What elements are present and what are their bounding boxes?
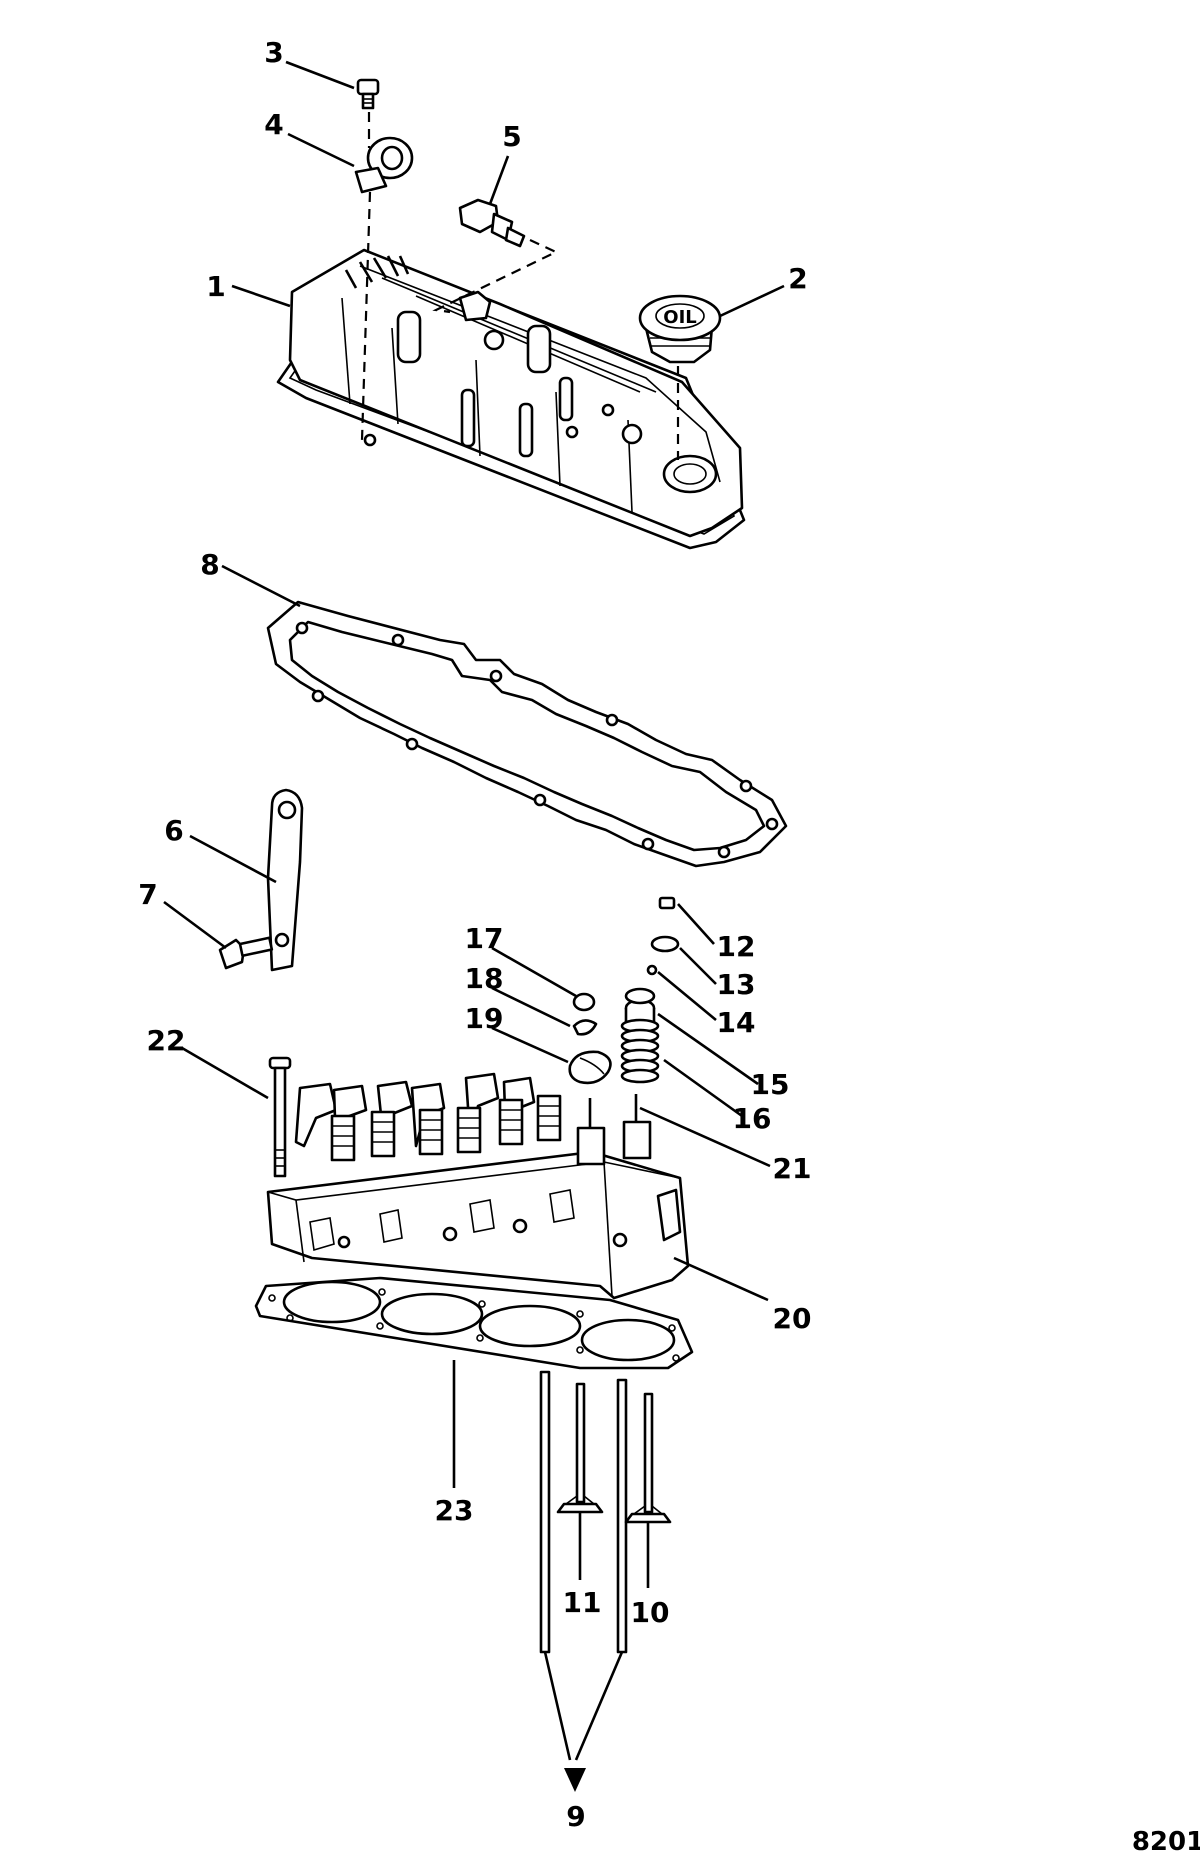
callout-4: 4 [264,108,283,141]
callout-20: 20 [773,1302,812,1335]
part-12 [658,896,676,910]
part-13 [650,935,680,953]
callout-2: 2 [788,262,807,295]
callout-12: 12 [717,930,756,963]
pushrod-left [539,1370,551,1654]
part-17 [572,992,596,1012]
callout-14: 14 [717,1006,756,1039]
oil-cap-part-2: OIL [638,294,722,364]
clip-part-4 [354,136,414,194]
callout-3: 3 [264,36,283,69]
valve-cover-part-1 [276,248,746,550]
cylinder-head-part-20 [266,1072,690,1300]
part-19 [568,1050,612,1085]
callout-16: 16 [733,1102,772,1135]
callout-15: 15 [751,1068,790,1101]
bolt-part-7 [218,936,274,970]
callout-10: 10 [631,1596,670,1629]
part-9-arrowhead [564,1768,586,1792]
callout-22: 22 [147,1024,186,1057]
rocker-parts-17-19 [568,992,612,1085]
leader-lines [163,60,785,1761]
part-14 [646,964,658,976]
rocker-arms [294,1072,652,1166]
head-gasket-part-23 [254,1276,694,1370]
lifting-bracket-part-6 [266,788,304,972]
assembly-guide-lines [360,112,680,460]
callout-21: 21 [773,1152,812,1185]
callout-8: 8 [200,548,219,581]
callout-7: 7 [138,878,157,911]
callout-6: 6 [164,814,183,847]
callout-17: 17 [465,922,504,955]
valve-part-11 [556,1382,604,1514]
callout-23: 23 [435,1494,474,1527]
callout-13: 13 [717,968,756,1001]
oil-cap-text: OIL [663,307,696,328]
part-18 [572,1019,598,1036]
callout-9: 9 [566,1800,585,1833]
callout-19: 19 [465,1002,504,1035]
callout-1: 1 [206,270,225,303]
callout-11: 11 [563,1586,602,1619]
callout-18: 18 [465,962,504,995]
fitting-part-5 [458,198,526,248]
valve-spring-assembly [620,896,680,1084]
callout-labels: 3 4 5 1 2 8 6 7 17 18 19 22 12 13 14 15 … [138,36,811,1833]
figure-number: 8201 [1132,1827,1200,1857]
head-bolt-part-22 [268,1056,292,1178]
callout-5: 5 [502,120,521,153]
bolt-part-3 [356,78,380,110]
pushrod-right [616,1378,628,1654]
valve-cover-gasket-part-8 [266,600,788,868]
valve-part-10 [624,1392,672,1524]
part-16-spring [620,1018,660,1084]
